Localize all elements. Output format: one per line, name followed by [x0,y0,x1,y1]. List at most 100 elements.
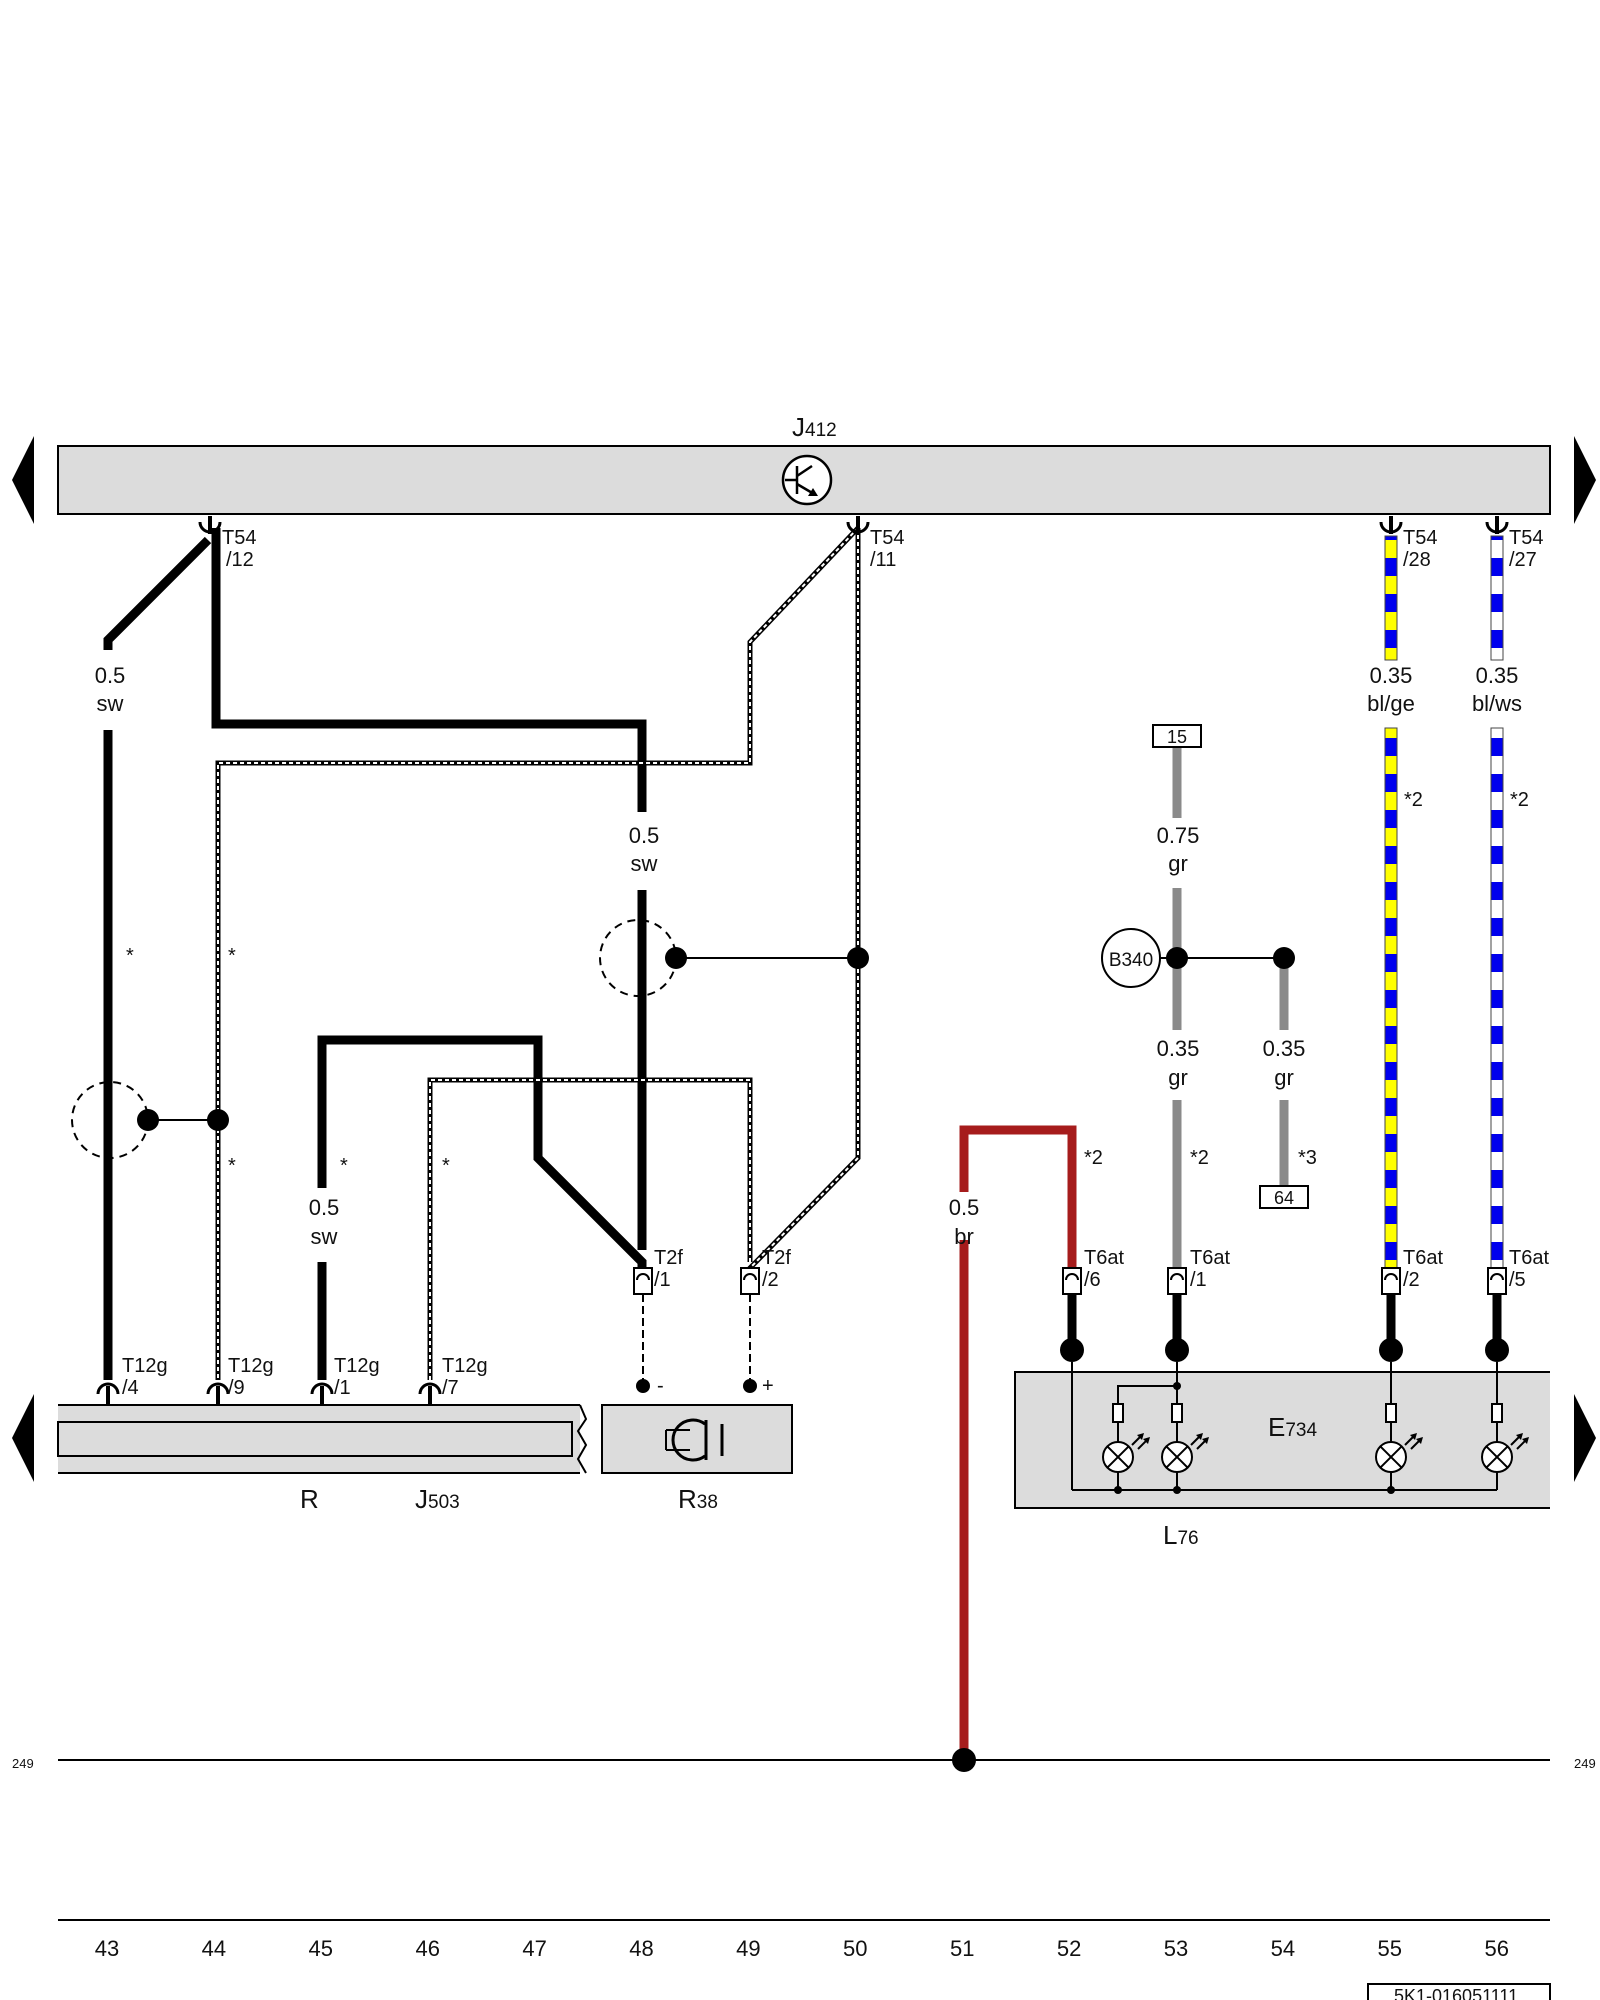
wire-bl-ge-upper [1384,535,1398,661]
svg-text:/1: /1 [654,1269,671,1291]
wire-sw-column-45-upper [317,1035,647,1268]
wire-label-color-55: bl/ge [1367,691,1415,716]
splice-b340-label: B340 [1109,950,1153,971]
connector-t54-12: T54 /12 [198,516,256,571]
connector-t6at-2: T6at /2 [1379,1247,1443,1362]
wire-label-size-53: 0.35 [1157,1036,1200,1061]
svg-text:/2: /2 [762,1269,779,1291]
splice-dot-50 [847,947,869,969]
wire-label-color-51: br [954,1224,974,1249]
column-number: 54 [1271,1936,1295,1961]
svg-text:T12g: T12g [228,1355,274,1377]
splice-dot-48 [665,947,687,969]
svg-text:-: - [657,1375,664,1397]
wire-label-size-51: 0.5 [949,1195,980,1220]
wire-sw-t54-12-to-t12g-4 [103,536,212,1380]
wire-label-color-45: sw [311,1224,338,1249]
splice-dot-54 [1273,947,1295,969]
connector-t12g-1: T12g /1 [310,1355,380,1404]
ground-ref-left: 249 [12,1756,34,1771]
connector-t12g-7: T12g /7 [418,1355,488,1404]
wire-bl-ws-upper [1490,535,1504,661]
note-star-44a: * [228,945,236,967]
wire-label-size-54: 0.35 [1263,1036,1306,1061]
wire-label-size-53-top: 0.75 [1157,823,1200,848]
wire-bl-ws-lower [1490,727,1504,1269]
svg-text:/5: /5 [1509,1269,1526,1291]
svg-text:T6at: T6at [1084,1247,1124,1269]
connector-t6at-1: T6at /1 [1165,1247,1230,1362]
column-number: 46 [415,1936,439,1961]
wire-label-color-53: gr [1168,1065,1188,1090]
switch-e734-l76 [1014,1362,1550,1509]
svg-text:/12: /12 [226,549,254,571]
svg-text:T54: T54 [870,527,904,549]
j503-label: J503 [415,1484,460,1514]
connector-t54-27: T54 /27 [1485,516,1543,571]
arrow-right-icon [1574,436,1596,524]
svg-text:/4: /4 [122,1377,139,1399]
svg-text:T54: T54 [1509,527,1543,549]
svg-text:T12g: T12g [334,1355,380,1377]
wire-label-size-56: 0.35 [1476,663,1519,688]
terminal-64-box [1259,1185,1309,1209]
ground-ref-right: 249 [1574,1756,1596,1771]
wire-label-color-43: sw [97,691,124,716]
svg-text:T2f: T2f [762,1247,791,1269]
wire-bl-ge-lower [1384,727,1398,1269]
arrow-left-lower-icon [12,1394,34,1482]
svg-text:/27: /27 [1509,549,1537,571]
connector-t6at-6: T6at /6 [1060,1247,1124,1362]
arrow-right-lower-icon [1574,1394,1596,1482]
note-star3-54: *3 [1298,1147,1317,1169]
e734-label: E734 [1268,1412,1317,1442]
connector-t12g-4: T12g /4 [96,1355,168,1404]
svg-text:T6at: T6at [1509,1247,1549,1269]
note-star2-55: *2 [1404,789,1423,811]
svg-text:/1: /1 [1190,1269,1207,1291]
note-star-45: * [340,1155,348,1177]
diagram-id: 5K1-016051111 [1394,1986,1518,2000]
wire-label-size-43: 0.5 [95,663,126,688]
connector-t2f-1: T2f /1 [633,1247,683,1388]
svg-text:T12g: T12g [442,1355,488,1377]
j412-label: J412 [792,412,837,442]
column-number: 47 [522,1936,546,1961]
shield-wire-t12g-7-to-r38 [427,1077,753,1380]
wire-label-size-55: 0.35 [1370,663,1413,688]
svg-text:T2f: T2f [654,1247,683,1269]
wire-label-color-54: gr [1274,1065,1294,1090]
wire-label-color-56: bl/ws [1472,691,1522,716]
note-star-46: * [442,1155,450,1177]
connector-t6at-5: T6at /5 [1485,1247,1549,1362]
note-star-44b: * [228,1155,236,1177]
column-number: 55 [1378,1936,1402,1961]
connector-t54-11: T54 /11 [846,516,904,571]
microphone-r38: - + [601,1375,793,1474]
column-number: 43 [95,1936,119,1961]
svg-text:T6at: T6at [1403,1247,1443,1269]
connector-t54-28: T54 /28 [1379,516,1437,571]
terminal-15-box [1152,724,1202,748]
svg-text:+: + [762,1375,774,1397]
svg-text:/9: /9 [228,1377,245,1399]
svg-text:T54: T54 [222,527,256,549]
svg-text:/7: /7 [442,1377,459,1399]
column-number: 56 [1484,1936,1508,1961]
column-number: 53 [1164,1936,1188,1961]
terminal-64-label: 64 [1274,1188,1294,1208]
radio-label: R [300,1484,319,1514]
column-number: 50 [843,1936,867,1961]
column-number: 52 [1057,1936,1081,1961]
svg-text:/11: /11 [870,549,896,571]
shield-wire-t54-11-to-t2f-2 [747,528,861,1272]
svg-text:T6at: T6at [1190,1247,1230,1269]
wire-label-size-48: 0.5 [629,823,660,848]
svg-text:/1: /1 [334,1377,351,1399]
wire-label-color-48: sw [631,851,658,876]
column-number: 44 [202,1936,226,1961]
wire-label-color-53-top: gr [1168,851,1188,876]
column-number: 49 [736,1936,760,1961]
note-star2-52: *2 [1084,1147,1103,1169]
